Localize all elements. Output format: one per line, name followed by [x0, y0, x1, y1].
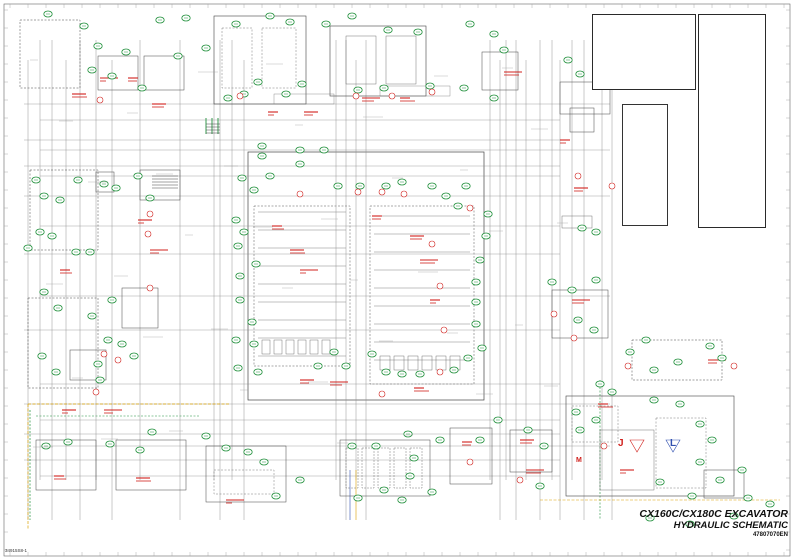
component-box: [309, 339, 319, 355]
red-port-bubble: [146, 210, 154, 218]
pump-symbol: [629, 439, 645, 453]
component-box: [703, 469, 745, 499]
center-joint: [449, 427, 493, 485]
component-box: [571, 405, 619, 443]
component-box: [377, 447, 391, 489]
symbol-j: J: [618, 438, 624, 449]
left-valve-group: [29, 169, 99, 251]
red-port-bubble: [378, 390, 386, 398]
red-port-bubble: [428, 240, 436, 248]
red-port-bubble: [354, 188, 362, 196]
pilot-valve-block: [329, 25, 427, 97]
left-cylinder-group: [27, 297, 99, 389]
component-box: [385, 35, 417, 85]
red-port-bubble: [570, 334, 578, 342]
red-port-bubble: [146, 284, 154, 292]
red-port-bubble: [144, 230, 152, 238]
red-port-bubble: [388, 92, 396, 100]
red-port-bubble: [730, 362, 738, 370]
red-port-bubble: [466, 204, 474, 212]
component-box: [393, 355, 405, 371]
arm-cylinder: [205, 445, 287, 503]
component-box: [321, 339, 331, 355]
component-box: [379, 85, 451, 97]
diagram-title: CX160C/CX180C EXCAVATOR: [639, 508, 788, 520]
right-valve-top: [559, 81, 611, 115]
document-number: 47807070EN: [752, 532, 788, 538]
red-port-bubble: [114, 356, 122, 364]
relief-valve: [509, 429, 553, 473]
title-block: CX160C/CX180C EXCAVATOR HYDRAULIC SCHEMA…: [628, 508, 788, 539]
accumulator: [121, 287, 159, 329]
red-port-bubble: [436, 282, 444, 290]
component-box: [69, 349, 107, 381]
component-box: [379, 355, 391, 371]
red-port-bubble: [400, 190, 408, 198]
component-box: [435, 355, 447, 371]
pump-assembly: [213, 15, 307, 105]
component-box: [213, 469, 275, 495]
motor-symbol: [665, 439, 681, 453]
red-port-bubble: [440, 326, 448, 334]
component-box: [407, 355, 419, 371]
solenoid-block: [139, 169, 181, 201]
right-valve-mid: [551, 289, 609, 339]
diagram-subtitle: HYDRAULIC SCHEMATIC: [673, 520, 788, 531]
red-port-bubble: [436, 368, 444, 376]
red-port-bubble: [92, 388, 100, 396]
component-box: [655, 417, 707, 489]
red-port-bubble: [96, 96, 104, 104]
legend-box: [622, 104, 668, 226]
boom-cylinder-right: [115, 439, 187, 491]
swing-motor: [97, 55, 139, 91]
red-port-bubble: [378, 188, 386, 196]
component-box: [261, 339, 271, 355]
component-box: [285, 339, 295, 355]
component-table-right: [698, 14, 766, 228]
red-port-bubble: [236, 92, 244, 100]
component-box: [273, 339, 283, 355]
drawing-reference: 34915S8-1: [5, 548, 28, 553]
top-left-pump-group: [19, 19, 81, 89]
filter-unit: [569, 107, 595, 133]
component-box: [421, 355, 433, 371]
red-port-bubble: [466, 458, 474, 466]
symbol-l: L: [670, 438, 676, 449]
component-box: [393, 447, 407, 489]
red-port-bubble: [516, 476, 524, 484]
red-port-bubble: [608, 182, 616, 190]
travel-valve-block: [339, 439, 431, 497]
red-port-bubble: [574, 172, 582, 180]
red-port-bubble: [600, 442, 608, 450]
valve-section-left: [253, 205, 351, 367]
red-port-bubble: [624, 362, 632, 370]
red-port-bubble: [428, 88, 436, 96]
red-port-bubble: [352, 92, 360, 100]
red-port-bubble: [296, 190, 304, 198]
pump-right: [261, 27, 297, 89]
component-table-left: [592, 14, 696, 90]
component-box: [361, 447, 375, 489]
swing-motor-assembly: [565, 395, 735, 497]
component-box: [297, 339, 307, 355]
component-box: [561, 215, 593, 229]
symbol-m: M: [576, 457, 582, 464]
component-box: [273, 93, 335, 105]
red-port-bubble: [550, 310, 558, 318]
pump-left: [221, 27, 253, 89]
component-box: [409, 447, 423, 489]
component-box: [345, 35, 377, 85]
component-box: [599, 429, 655, 491]
red-port-bubble: [100, 350, 108, 358]
travel-motor: [143, 55, 185, 91]
